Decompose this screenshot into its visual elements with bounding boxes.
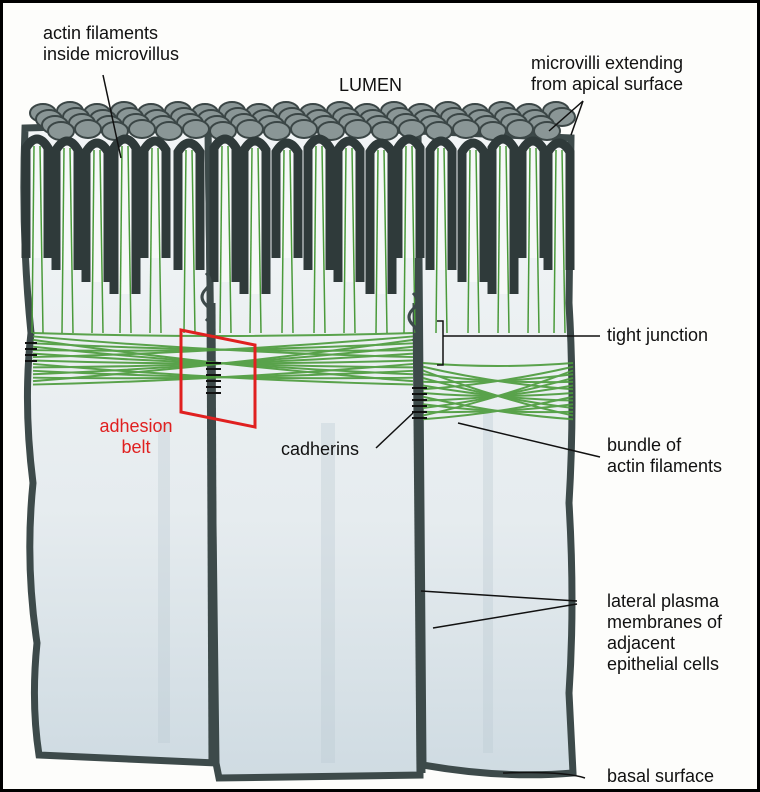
- label-cadherins: cadherins: [281, 439, 359, 460]
- label-basal-surface: basal surface: [607, 766, 714, 787]
- label-lateral-plasma-membranes: lateral plasma membranes of adjacent epi…: [607, 591, 722, 675]
- microvillus: [86, 143, 108, 282]
- label-lumen: LUMEN: [339, 75, 402, 96]
- microvillus: [144, 141, 166, 258]
- label-microvilli: microvilli extending from apical surface: [531, 53, 683, 95]
- microvillus-cap: [507, 120, 533, 138]
- label-actin-filaments-inside-microvillus: actin filaments inside microvillus: [43, 23, 179, 65]
- microvillus: [26, 139, 48, 258]
- microvillus-cap: [129, 120, 155, 138]
- microvillus: [338, 141, 360, 282]
- microvillus: [462, 143, 484, 282]
- microvillus: [308, 139, 330, 270]
- microvillus: [114, 139, 136, 294]
- label-tight-junction: tight junction: [607, 325, 708, 346]
- microvillus-cap: [264, 122, 290, 140]
- microvilli-caps: [30, 102, 575, 140]
- microvillus-cap: [345, 120, 371, 138]
- microvillus: [276, 143, 298, 258]
- microvillus: [370, 143, 392, 294]
- microvillus: [548, 143, 570, 270]
- label-bundle-of-actin-filaments: bundle of actin filaments: [607, 435, 722, 477]
- label-adhesion-belt: adhesion belt: [81, 416, 191, 458]
- microvillus-cap: [372, 122, 398, 140]
- microvillus-cap: [291, 120, 317, 138]
- microvillus: [398, 139, 420, 258]
- microvillus: [178, 143, 200, 270]
- microvillus: [244, 141, 266, 294]
- microvillus-cap: [156, 122, 182, 140]
- microvillus-cap: [75, 120, 101, 138]
- microvillus: [56, 141, 78, 270]
- microvillus-cap: [183, 120, 209, 138]
- microvillus: [430, 141, 452, 270]
- microvillus-cap: [453, 120, 479, 138]
- microvillus: [214, 139, 236, 282]
- microvillus-cap: [237, 120, 263, 138]
- microvillus: [492, 139, 514, 294]
- microvillus: [522, 141, 544, 258]
